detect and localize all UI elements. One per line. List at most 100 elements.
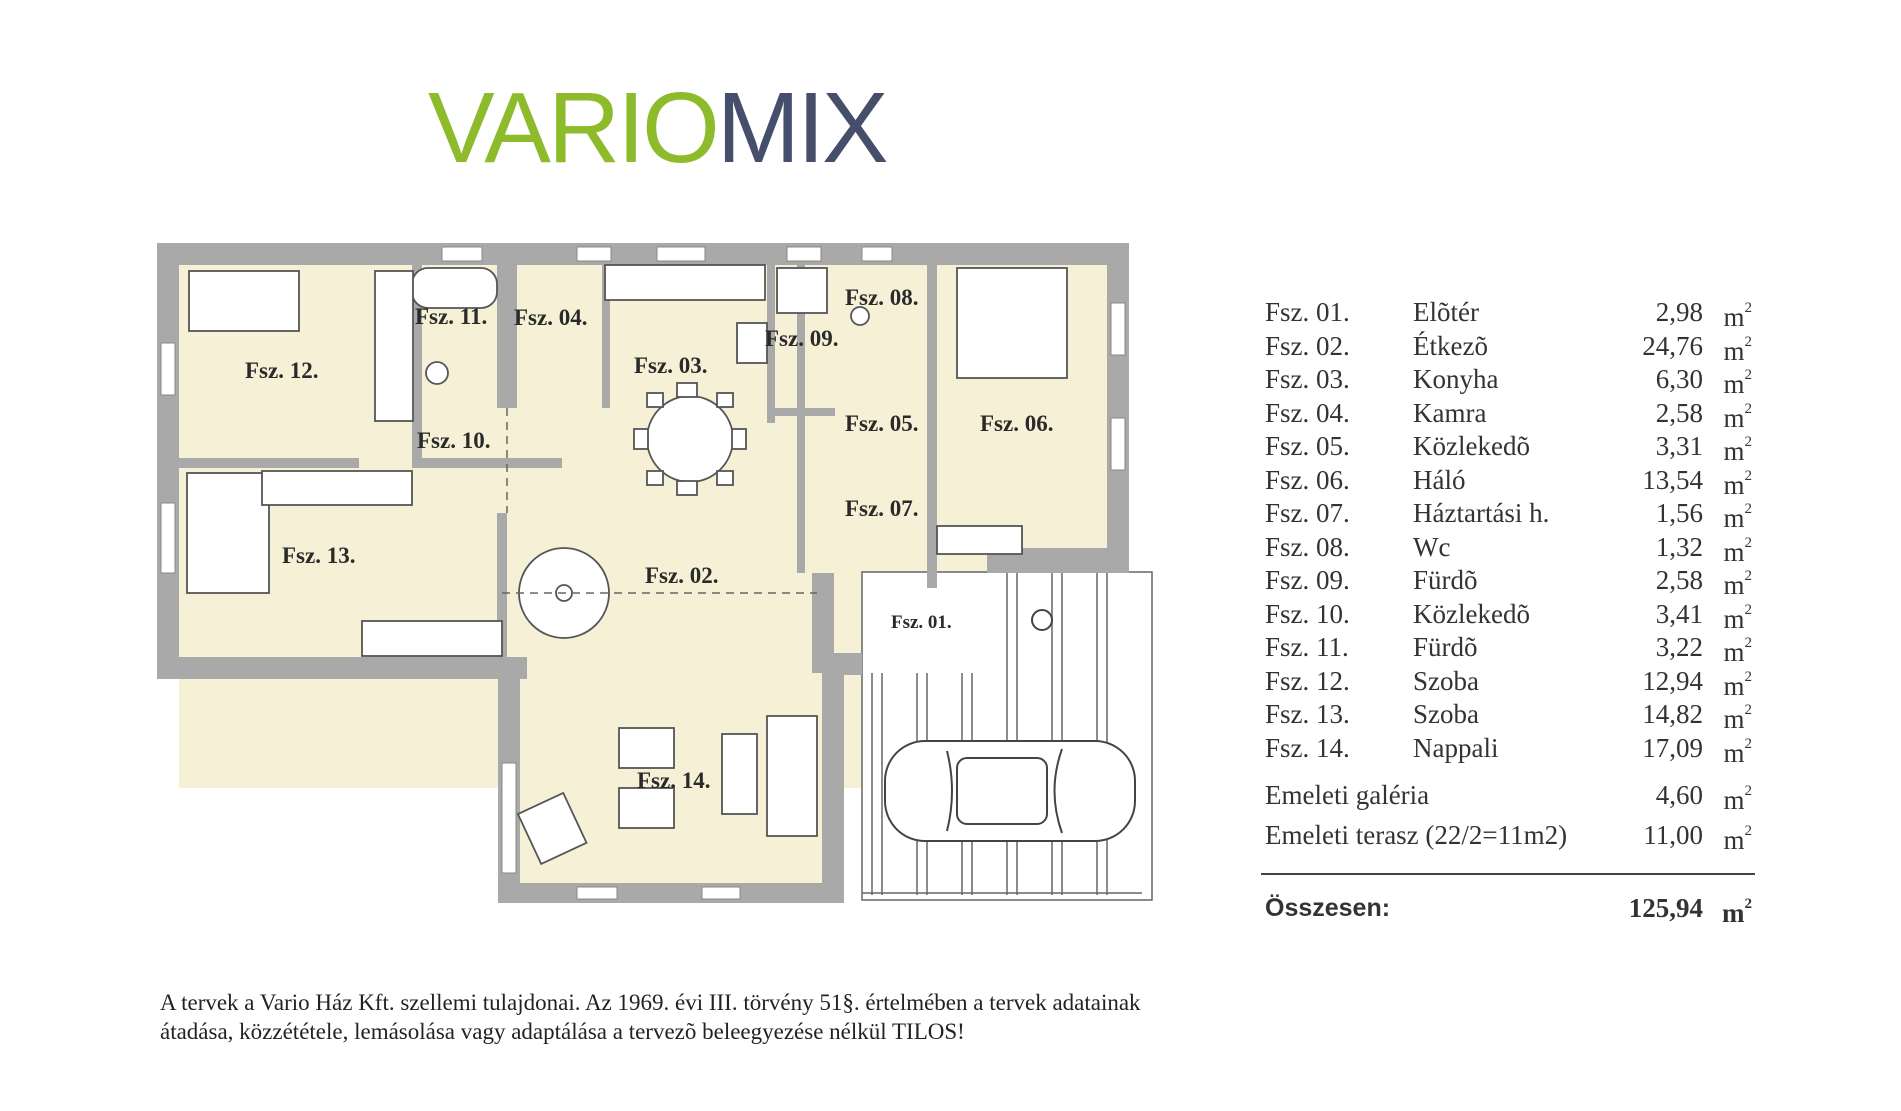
- room-area: 3,31: [1655, 431, 1703, 461]
- logo-part-vario: VARIO: [428, 72, 720, 184]
- room-code: Fsz. 03.: [1265, 364, 1350, 394]
- room-label-04: Fsz. 04.: [514, 305, 587, 330]
- room-row: Fsz. 04. Kamra 2,58 m2: [1265, 397, 1755, 433]
- vario-mix-logo: VARIOMIX: [428, 78, 889, 178]
- room-code: Fsz. 05.: [1265, 431, 1350, 461]
- bathtub: [411, 267, 498, 309]
- room-name: Kamra: [1413, 397, 1487, 428]
- room-unit: m2: [1723, 333, 1752, 366]
- wardrobe-room-13: [261, 470, 413, 506]
- extra-area-rows: Emeleti galéria 4,60 m2 Emeleti terasz (…: [1265, 775, 1755, 855]
- room-unit: m2: [1723, 367, 1752, 399]
- extra-row-terrace: Emeleti terasz (22/2=11m2) 11,00 m2: [1265, 815, 1755, 855]
- windows: [160, 246, 1126, 900]
- room-label-09: Fsz. 09.: [765, 326, 838, 351]
- extra-unit: m2: [1723, 823, 1752, 855]
- copyright-notice: A tervek a Vario Ház Kft. szellemi tulaj…: [160, 988, 1141, 1046]
- room-code: Fsz. 09.: [1265, 565, 1350, 595]
- car-icon: [884, 740, 1136, 842]
- total-area: 125,94: [1628, 893, 1703, 923]
- logo-part-mix: MIX: [716, 72, 889, 184]
- room-code: Fsz. 08.: [1265, 531, 1350, 562]
- room-code: Fsz. 07.: [1265, 498, 1350, 528]
- room-unit: m2: [1723, 601, 1752, 634]
- room-label-01: Fsz. 01.: [891, 612, 952, 633]
- room-unit: m2: [1723, 400, 1752, 433]
- armchair-2: [618, 787, 675, 829]
- room-row: Fsz. 14. Nappali 17,09 m2: [1265, 732, 1755, 768]
- extra-area: 4,60: [1655, 780, 1703, 810]
- room-area: 17,09: [1642, 732, 1703, 763]
- room-area: 2,98: [1655, 297, 1703, 327]
- sofa: [766, 715, 818, 837]
- extra-unit: m2: [1723, 783, 1752, 815]
- room-name: Nappali: [1413, 732, 1499, 763]
- room-name: Háztartási h.: [1413, 498, 1550, 528]
- room-unit: m2: [1723, 467, 1752, 500]
- zone-lines: [502, 408, 817, 594]
- room-area: 2,58: [1655, 565, 1703, 595]
- room-code: Fsz. 04.: [1265, 397, 1350, 428]
- extra-area: 11,00: [1643, 820, 1703, 850]
- coffee-table: [721, 733, 758, 815]
- room-unit: m2: [1723, 534, 1752, 567]
- stove: [736, 322, 768, 364]
- furniture: [186, 264, 1068, 866]
- room-name: Étkezõ: [1413, 330, 1488, 361]
- room-name: Wc: [1413, 531, 1451, 562]
- extra-name: Emeleti terasz (22/2=11m2): [1265, 820, 1568, 850]
- room-label-14: Fsz. 14.: [637, 768, 710, 793]
- room-area: 1,32: [1655, 531, 1703, 562]
- room-name: Szoba: [1413, 665, 1479, 696]
- room-area: 2,58: [1655, 397, 1703, 428]
- shower: [776, 267, 828, 314]
- notice-line-1: A tervek a Vario Ház Kft. szellemi tulaj…: [160, 990, 1141, 1015]
- room-label-07: Fsz. 07.: [845, 496, 918, 521]
- room-name: Közlekedõ: [1413, 598, 1530, 629]
- room-area: 14,82: [1642, 699, 1703, 729]
- room-label-06: Fsz. 06.: [980, 411, 1053, 436]
- room-code: Fsz. 10.: [1265, 598, 1350, 629]
- wardrobe-room-12: [374, 270, 414, 422]
- room-label-11: Fsz. 11.: [415, 304, 487, 329]
- total-row: Összesen: 125,94 m2: [1265, 889, 1755, 928]
- room-row: Fsz. 03. Konyha 6,30 m2: [1265, 363, 1755, 399]
- room-unit: m2: [1723, 702, 1752, 734]
- room-area: 24,76: [1642, 330, 1703, 361]
- bed-room-13: [186, 472, 270, 594]
- room-name: Közlekedõ: [1413, 431, 1530, 461]
- room-area: 13,54: [1642, 464, 1703, 495]
- carport: [861, 571, 1153, 901]
- kitchen-counter: [604, 264, 766, 301]
- toilet-11: [425, 361, 449, 385]
- room-code: Fsz. 14.: [1265, 732, 1350, 763]
- extra-row-gallery: Emeleti galéria 4,60 m2: [1265, 775, 1755, 815]
- room-label-10: Fsz. 10.: [417, 428, 490, 453]
- total-unit: m2: [1722, 896, 1752, 928]
- room-area: 3,22: [1655, 632, 1703, 662]
- total-label: Összesen:: [1265, 894, 1391, 922]
- armchair-1: [618, 727, 675, 769]
- room-name: Fürdõ: [1413, 565, 1478, 595]
- round-dining-table: [646, 395, 734, 483]
- room-label-05: Fsz. 05.: [845, 411, 918, 436]
- room-area: 6,30: [1655, 364, 1703, 394]
- room-unit: m2: [1723, 735, 1752, 768]
- room-label-08: Fsz. 08.: [845, 285, 918, 310]
- notice-line-2: átadása, közzététele, lemásolása vagy ad…: [160, 1019, 965, 1044]
- floor-plan: Fsz. 01. Fsz. 02. Fsz. 03. Fsz. 04. Fsz.…: [157, 243, 1153, 903]
- extra-name: Emeleti galéria: [1265, 780, 1430, 810]
- room-label-12: Fsz. 12.: [245, 358, 318, 383]
- room-label-03: Fsz. 03.: [634, 353, 707, 378]
- room-name: Elõtér: [1413, 297, 1479, 327]
- room-name: Konyha: [1413, 364, 1499, 394]
